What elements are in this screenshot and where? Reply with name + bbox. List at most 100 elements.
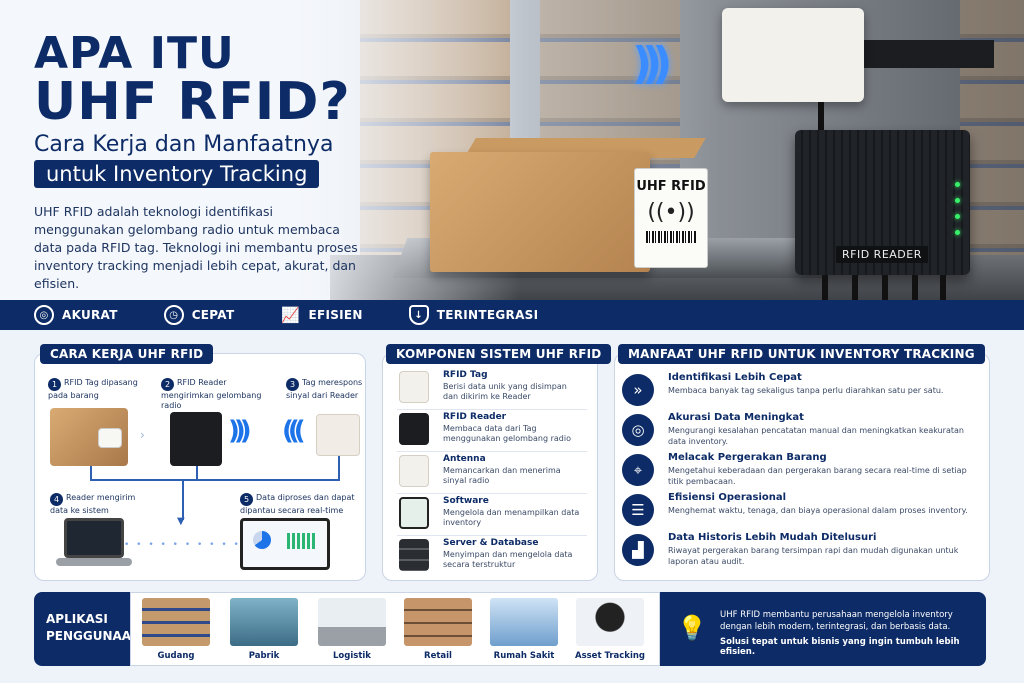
reader-cable	[852, 275, 858, 300]
flow-line	[196, 466, 198, 480]
app-retail: Retail	[402, 598, 474, 661]
app-pabrik: Pabrik	[228, 598, 300, 661]
flow-line	[338, 456, 340, 480]
component-server: Server & Database Menyimpan dan mengelol…	[397, 536, 587, 578]
chart-up-icon: 📈	[280, 306, 300, 324]
pie-icon	[253, 531, 271, 549]
antenna-mount	[864, 40, 994, 68]
manfaat-title: MANFAAT UHF RFID UNTUK INVENTORY TRACKIN…	[618, 344, 985, 364]
app-label: Logistik	[333, 651, 371, 661]
feature-label: CEPAT	[191, 308, 235, 322]
led-icon	[955, 182, 960, 187]
component-desc: Mengelola dan menampilkan data inventory	[443, 508, 580, 527]
step-text: RFID Reader mengirimkan gelombang radio	[161, 378, 262, 410]
bars-icon	[287, 533, 317, 549]
benefit-item: » Identifikasi Lebih Cepat Membaca banya…	[622, 370, 977, 412]
rfid-tag-icon	[399, 371, 429, 403]
cta-text: UHF RFID membantu perusahaan mengelola i…	[720, 610, 953, 632]
barcode-icon	[646, 231, 696, 243]
benefit-title: Data Historis Lebih Mudah Ditelusuri	[668, 532, 877, 543]
benefit-title: Melacak Pergerakan Barang	[668, 452, 827, 463]
feature-label: TERINTEGRASI	[436, 308, 539, 322]
clock-icon: ◷	[163, 305, 184, 325]
app-asset-tracking: Asset Tracking	[574, 598, 646, 661]
step-text: Reader mengirim data ke sistem	[50, 493, 136, 515]
step-text: RFID Tag dipasang pada barang	[48, 378, 138, 400]
component-desc: Membaca data dari Tag menggunakan gelomb…	[443, 424, 571, 443]
reader-cable	[882, 275, 888, 300]
led-icon	[955, 214, 960, 219]
flow-line	[90, 466, 92, 480]
hero-title-line1: APA ITU	[34, 28, 235, 79]
hospital-image	[490, 598, 558, 646]
flow-line	[90, 479, 340, 481]
manfaat-panel	[614, 353, 990, 581]
component-rfid-reader: RFID Reader Membaca data dari Tag menggu…	[397, 410, 587, 452]
benefit-title: Identifikasi Lebih Cepat	[668, 372, 802, 383]
reader-cable	[822, 275, 828, 300]
rfid-tag-label: UHF RFID ((•))	[634, 168, 708, 268]
monitor-thumbnail	[240, 518, 330, 570]
aplikasi-row	[130, 592, 660, 666]
app-logistik: Logistik	[316, 598, 388, 661]
step-number: 2	[161, 378, 174, 391]
app-label: Gudang	[157, 651, 195, 661]
rfid-reader-icon	[399, 413, 429, 445]
benefit-title: Efisiensi Operasional	[668, 492, 787, 503]
location-icon: ⌖	[622, 454, 654, 486]
feature-cepat: ◷ CEPAT	[163, 305, 235, 325]
feature-akurat: ◎ AKURAT	[34, 305, 118, 325]
step-text: Data diproses dan dapat dipantau secara …	[240, 493, 355, 515]
step-number: 3	[286, 378, 299, 391]
component-desc: Memancarkan dan menerima sinyal radio	[443, 466, 561, 485]
app-label: Asset Tracking	[574, 651, 646, 661]
truck-image	[318, 598, 386, 646]
komponen-title: KOMPONEN SISTEM UHF RFID	[386, 344, 612, 364]
component-desc: Menyimpan dan mengelola data secara ters…	[443, 550, 573, 569]
app-label: Pabrik	[248, 651, 280, 661]
hero-banner: APA ITU UHF RFID? Cara Kerja dan Manfaat…	[0, 0, 1024, 300]
clipboard-icon: ☰	[622, 494, 654, 526]
cta-bold-text: Solusi tepat untuk bisnis yang ingin tum…	[720, 637, 960, 657]
chevron-right-icon: ›	[140, 428, 145, 442]
antenna-cable	[818, 102, 824, 132]
antenna-icon	[399, 455, 429, 487]
radio-wave-icon: )))	[228, 416, 252, 446]
component-desc: Berisi data unik yang disimpan dan dikir…	[443, 382, 567, 401]
arrow-down-icon: ▼	[177, 516, 185, 527]
step-number: 5	[240, 493, 253, 506]
step-text: Tag merespons sinyal dari Reader	[286, 378, 363, 400]
feature-efisien: 📈 EFISIEN	[280, 305, 363, 325]
component-software: Software Mengelola dan menampilkan data …	[397, 494, 587, 536]
antenna-image	[722, 8, 864, 102]
tag-thumbnail	[98, 428, 122, 448]
feature-terintegrasi: ↓ TERINTEGRASI	[408, 305, 539, 325]
reader-thumbnail	[170, 412, 222, 466]
benefit-title: Akurasi Data Meningkat	[668, 412, 804, 423]
server-icon	[399, 539, 429, 571]
rfid-signal-icon: ((•))	[647, 200, 695, 225]
tag-chip-thumbnail	[316, 414, 360, 456]
radio-wave-icon: )))	[632, 38, 672, 89]
aplikasi-title-line1: APLIKASI	[46, 612, 108, 626]
benefit-item: ☰ Efisiensi Operasional Menghemat waktu,…	[622, 490, 977, 532]
radio-wave-icon: (((	[282, 416, 306, 446]
led-icon	[955, 230, 960, 235]
flow-line	[182, 480, 184, 520]
led-icon	[955, 198, 960, 203]
app-gudang: Gudang	[140, 598, 212, 661]
benefit-item: ◎ Akurasi Data Meningkat Mengurangi kesa…	[622, 410, 977, 452]
component-rfid-tag: RFID Tag Berisi data unik yang disimpan …	[397, 368, 587, 410]
component-title: RFID Reader	[443, 412, 507, 422]
hero-subtitle-line2: untuk Inventory Tracking	[34, 160, 320, 188]
cara-kerja-title: CARA KERJA UHF RFID	[40, 344, 214, 364]
feature-label: AKURAT	[62, 308, 118, 322]
benefit-desc: Mengetahui keberadaan dan pergerakan bar…	[668, 466, 967, 486]
step-number: 1	[48, 378, 61, 391]
reader-cable	[912, 275, 918, 300]
app-label: Retail	[424, 651, 452, 661]
benefit-desc: Mengurangi kesalahan pencatatan manual d…	[668, 426, 964, 446]
hero-title-line2: UHF RFID?	[34, 72, 351, 132]
